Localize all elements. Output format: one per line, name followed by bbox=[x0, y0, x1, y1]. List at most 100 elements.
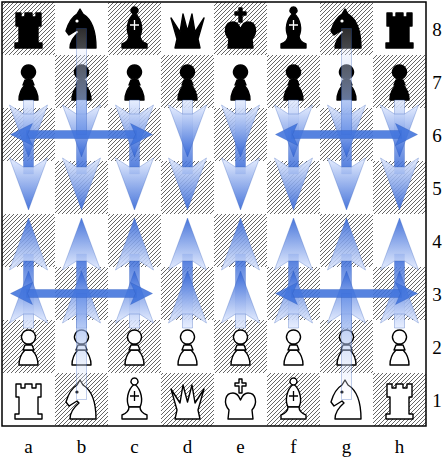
knight-arrow-head bbox=[276, 124, 298, 146]
rank-label: 7 bbox=[432, 72, 442, 91]
move-arrows bbox=[10, 29, 419, 400]
knight-arrow-head bbox=[396, 283, 418, 305]
pawn-arrow-head bbox=[222, 105, 260, 157]
bishop-piece bbox=[122, 7, 147, 48]
pawn-arrow-head bbox=[116, 158, 154, 210]
bishop-piece bbox=[281, 7, 306, 48]
piece-outline bbox=[281, 7, 306, 48]
knight-eye bbox=[75, 19, 78, 22]
pawn-piece bbox=[125, 65, 144, 100]
file-label: g bbox=[342, 437, 352, 456]
piece-outline bbox=[231, 350, 250, 365]
pawn-piece bbox=[231, 65, 250, 100]
king-piece bbox=[226, 379, 256, 419]
board-square bbox=[2, 2, 55, 55]
knight-arrow-head bbox=[131, 283, 153, 305]
file-label: c bbox=[130, 437, 138, 456]
piece-outline bbox=[286, 65, 300, 85]
knight-arrow-head bbox=[11, 283, 33, 305]
piece-outline bbox=[21, 65, 35, 85]
piece-outline bbox=[127, 384, 141, 407]
file-label: h bbox=[395, 437, 405, 456]
knight-arrow-shaft bbox=[77, 29, 87, 135]
knight-eye bbox=[340, 19, 343, 22]
file-label: f bbox=[290, 437, 296, 456]
file-label: e bbox=[236, 437, 244, 456]
board-square bbox=[267, 2, 320, 55]
board-square bbox=[108, 373, 161, 426]
board-square bbox=[214, 373, 267, 426]
pawn-arrow-head bbox=[328, 218, 366, 270]
board-square bbox=[267, 373, 320, 426]
rank-label: 8 bbox=[432, 19, 442, 38]
pawn-arrow-head bbox=[381, 158, 419, 210]
pawn-arrow-head bbox=[169, 105, 207, 157]
rank-label: 3 bbox=[432, 284, 442, 303]
knight-arrow-head bbox=[276, 283, 298, 305]
piece-outline bbox=[226, 393, 256, 419]
bishop-cross bbox=[289, 391, 298, 401]
knight-arrow-shaft bbox=[342, 29, 352, 135]
piece-outline bbox=[125, 85, 144, 100]
board-border bbox=[2, 2, 426, 426]
piece-outline bbox=[122, 378, 147, 419]
pawn-arrow-head bbox=[275, 218, 313, 270]
piece-outline bbox=[392, 65, 406, 85]
piece-outline bbox=[286, 13, 300, 36]
pawn-piece bbox=[19, 330, 38, 365]
pawn-piece bbox=[178, 65, 197, 100]
knight-arrow-head bbox=[396, 124, 418, 146]
pawn-arrow-head bbox=[328, 158, 366, 210]
board-square bbox=[108, 2, 161, 55]
rook-piece bbox=[386, 13, 413, 48]
rank-label: 4 bbox=[432, 231, 442, 250]
piece-outline bbox=[127, 65, 141, 85]
pawn-arrow-head bbox=[169, 158, 207, 210]
piece-outline bbox=[390, 350, 409, 365]
piece-outline bbox=[180, 65, 194, 85]
pawn-arrow-head bbox=[10, 158, 48, 210]
file-label: b bbox=[77, 437, 87, 456]
pawn-piece bbox=[178, 330, 197, 365]
board bbox=[2, 2, 426, 426]
bishop-cross bbox=[289, 20, 298, 30]
board-square bbox=[373, 2, 426, 55]
knight-arrow-shaft bbox=[342, 294, 352, 400]
pawn-arrow-head bbox=[222, 158, 260, 210]
bishop-cross bbox=[130, 20, 139, 30]
piece-outline bbox=[392, 330, 406, 350]
piece-outline bbox=[15, 384, 42, 419]
knight-arrow-bar bbox=[27, 290, 137, 298]
board-square bbox=[2, 373, 55, 426]
pawn-arrow-head bbox=[275, 158, 313, 210]
piece-outline bbox=[171, 14, 204, 48]
piece-outline bbox=[180, 330, 194, 350]
piece-outline bbox=[233, 65, 247, 85]
piece-outline bbox=[284, 85, 303, 100]
pawn-piece bbox=[390, 330, 409, 365]
piece-outline bbox=[171, 385, 204, 419]
queen-piece bbox=[171, 385, 204, 419]
piece-outline bbox=[235, 8, 246, 22]
knight-arrow-head bbox=[11, 124, 33, 146]
rank-label: 2 bbox=[432, 337, 442, 356]
piece-outline bbox=[19, 85, 38, 100]
pawn-piece bbox=[284, 65, 303, 100]
rook-piece bbox=[15, 13, 42, 48]
rook-piece bbox=[15, 384, 42, 419]
pawn-arrow-head bbox=[381, 218, 419, 270]
board-square bbox=[373, 373, 426, 426]
piece-outline bbox=[21, 330, 35, 350]
pawn-piece bbox=[231, 330, 250, 365]
pawn-piece bbox=[284, 330, 303, 365]
rank-label: 5 bbox=[432, 178, 442, 197]
pawn-piece bbox=[390, 65, 409, 100]
file-label: d bbox=[183, 437, 193, 456]
pawn-arrow-head bbox=[222, 271, 260, 323]
knight-arrow-bar bbox=[27, 131, 137, 139]
piece-outline bbox=[286, 330, 300, 350]
piece-outline bbox=[386, 384, 413, 419]
pawn-piece bbox=[19, 65, 38, 100]
piece-outline bbox=[178, 85, 197, 100]
